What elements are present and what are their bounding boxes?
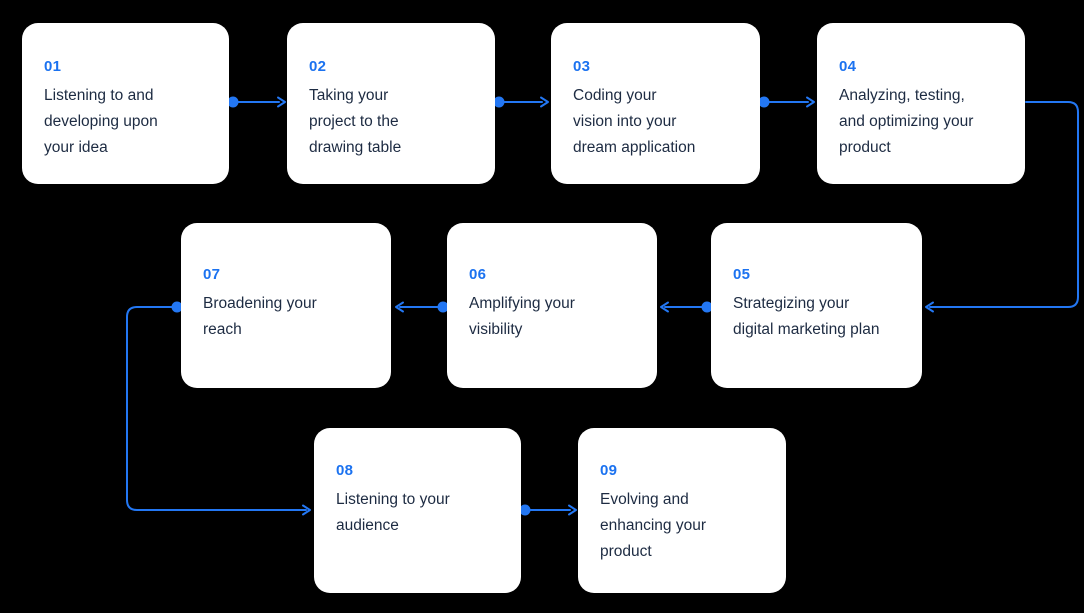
arrowhead-icon (806, 96, 815, 108)
arrowhead-icon (540, 96, 549, 108)
step-card-04: 04 Analyzing, testing, and optimizing yo… (817, 23, 1025, 184)
arrowhead-icon (925, 301, 934, 313)
step-title: Listening to your audience (336, 491, 450, 534)
step-card-03: 03 Coding your vision into your dream ap… (551, 23, 760, 184)
connector-06-07 (395, 301, 449, 313)
step-title: Listening to and developing upon your id… (44, 87, 158, 156)
step-title: Analyzing, testing, and optimizing your … (839, 87, 974, 156)
step-number: 05 (733, 266, 751, 283)
connector-05-06 (660, 301, 713, 313)
step-card-06: 06 Amplifying your visibility (447, 223, 657, 388)
step-card-07: 07 Broadening your reach (181, 223, 391, 388)
step-number: 02 (309, 58, 327, 75)
step-title: Broadening your reach (203, 295, 317, 338)
arrowhead-icon (302, 504, 311, 516)
connector-line (929, 101, 1079, 308)
step-number: 04 (839, 58, 857, 75)
connector-04-05 (925, 101, 1079, 313)
step-card-02: 02 Taking your project to the drawing ta… (287, 23, 495, 184)
arrowhead-icon (660, 301, 669, 313)
connector-03-04 (758, 96, 815, 108)
arrowhead-icon (568, 504, 577, 516)
connector-08-09 (519, 504, 577, 516)
connector-01-02 (227, 96, 286, 108)
step-card-09: 09 Evolving and enhancing your product (578, 428, 786, 593)
step-card-05: 05 Strategizing your digital marketing p… (711, 223, 922, 388)
connector-07-08 (126, 301, 311, 516)
step-number: 03 (573, 58, 591, 75)
step-number: 01 (44, 58, 62, 75)
step-card-01: 01 Listening to and developing upon your… (22, 23, 229, 184)
connector-02-03 (493, 96, 549, 108)
step-title: Evolving and enhancing your product (600, 491, 706, 560)
arrowhead-icon (395, 301, 404, 313)
step-title: Amplifying your visibility (469, 295, 575, 338)
step-card-08: 08 Listening to your audience (314, 428, 521, 593)
step-title: Taking your project to the drawing table (309, 87, 402, 156)
step-title: Strategizing your digital marketing plan (733, 295, 880, 338)
connector-line (126, 306, 307, 511)
step-number: 09 (600, 462, 618, 479)
step-number: 06 (469, 266, 487, 283)
step-title: Coding your vision into your dream appli… (573, 87, 696, 156)
arrowhead-icon (277, 96, 286, 108)
step-number: 07 (203, 266, 221, 283)
step-number: 08 (336, 462, 354, 479)
